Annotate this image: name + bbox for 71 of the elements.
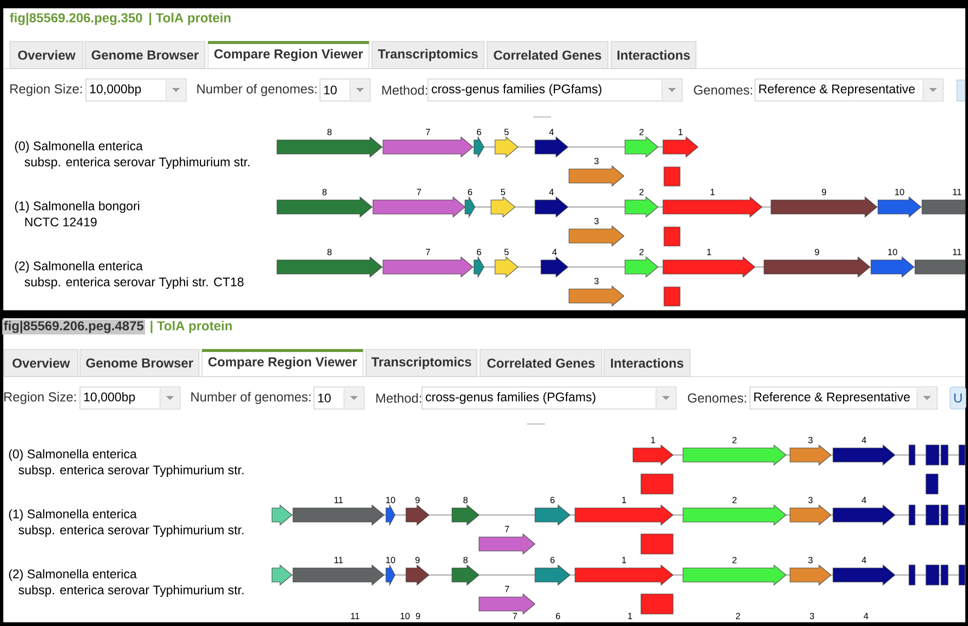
gene-number: 2 bbox=[736, 612, 740, 620]
gene-block bbox=[926, 564, 940, 586]
tab: Genome Browser bbox=[84, 41, 206, 69]
gene-block bbox=[940, 504, 948, 526]
tab: Compare Region Viewer bbox=[202, 349, 364, 377]
gene-number: 7 bbox=[512, 612, 518, 620]
gene-number: 6 bbox=[556, 612, 560, 620]
gene-block bbox=[908, 444, 916, 466]
gene-block bbox=[958, 564, 966, 586]
tab: Genome Browser bbox=[80, 349, 200, 377]
field-label: Method: bbox=[376, 393, 422, 403]
gene-block bbox=[926, 444, 940, 466]
field-label: Method: bbox=[382, 85, 428, 95]
genome-name: (0) Salmonella enterica bbox=[9, 449, 137, 461]
dropdown: cross-genus families (PGfams) bbox=[422, 386, 676, 410]
tab: Transcriptomics bbox=[372, 41, 484, 69]
gene-number: 3 bbox=[810, 612, 814, 620]
tab: Correlated Genes bbox=[480, 349, 602, 377]
gene-symbol bbox=[272, 564, 292, 586]
tab: Overview bbox=[4, 349, 78, 377]
dropdown: cross-genus families (PGfams) bbox=[428, 78, 682, 102]
gene-number: 11 bbox=[351, 612, 360, 620]
tab: Correlated Genes bbox=[486, 41, 608, 69]
gene-block bbox=[664, 226, 680, 246]
dropdown: 10,000bp bbox=[86, 78, 186, 102]
gene-block bbox=[926, 504, 940, 526]
field-label: Region Size: bbox=[4, 392, 76, 404]
button: U bbox=[950, 386, 966, 410]
dropdown: 10,000bp bbox=[80, 386, 180, 410]
genome-name: subsp. enterica serovar Typhi str. CT18 bbox=[24, 277, 244, 289]
tab: Interactions bbox=[610, 41, 696, 69]
gene-block bbox=[940, 564, 948, 586]
genome-name: (1) Salmonella enterica bbox=[9, 509, 137, 521]
gene-block bbox=[664, 286, 680, 306]
tab: Overview bbox=[10, 41, 84, 69]
genome-name: (0) Salmonella enterica bbox=[15, 141, 143, 153]
gene-block bbox=[908, 564, 916, 586]
field-label: Genomes: bbox=[688, 393, 746, 403]
gene-block bbox=[640, 594, 674, 614]
gene-number: 9 bbox=[416, 612, 420, 620]
genome-name: NCTC 12419 bbox=[25, 218, 97, 226]
gene-number: 1 bbox=[628, 612, 632, 620]
gene-block bbox=[640, 474, 674, 494]
tab: Compare Region Viewer bbox=[208, 41, 370, 69]
genome-name: subsp. enterica serovar Typhimurium str. bbox=[18, 525, 244, 537]
genome-name: (2) Salmonella enterica bbox=[15, 261, 143, 273]
gene-number: 10 bbox=[400, 612, 410, 620]
tab: Interactions bbox=[604, 349, 690, 377]
gene-block bbox=[940, 444, 948, 466]
gene-block bbox=[926, 474, 938, 494]
gene-symbol bbox=[272, 504, 292, 526]
genome-name: (2) Salmonella enterica bbox=[9, 569, 137, 581]
gene-block bbox=[664, 166, 680, 186]
gene-block bbox=[958, 504, 966, 526]
field-label: Number of genomes: bbox=[197, 84, 316, 96]
genome-name: subsp. enterica serovar Typhimurium str. bbox=[18, 585, 244, 597]
gene-block bbox=[908, 504, 916, 526]
genome-name: (1) Salmonella bongori bbox=[15, 201, 140, 213]
field-label: Genomes: bbox=[694, 85, 752, 95]
dropdown: Reference & Representative bbox=[754, 78, 944, 102]
dropdown: 10 bbox=[314, 386, 364, 410]
gene-number: 4 bbox=[864, 612, 868, 620]
gene-block bbox=[640, 534, 674, 554]
genome-name: subsp. enterica serovar Typhimurium str. bbox=[24, 157, 250, 169]
dropdown: Reference & Representative bbox=[750, 386, 938, 410]
field-label: Number of genomes: bbox=[191, 392, 310, 404]
dropdown: 10 bbox=[320, 78, 370, 102]
field-label: Region Size: bbox=[10, 84, 82, 96]
gene-block bbox=[958, 444, 966, 466]
tab: Transcriptomics bbox=[366, 349, 478, 377]
genome-name: subsp. enterica serovar Typhimurium str. bbox=[18, 465, 244, 477]
